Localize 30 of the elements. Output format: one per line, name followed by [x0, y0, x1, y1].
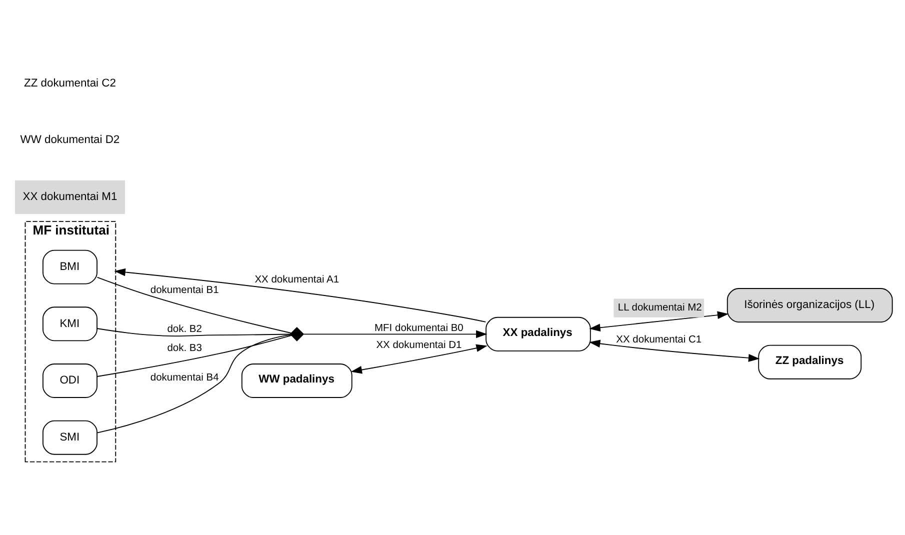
arrow	[350, 344, 488, 374]
node-box: SMI	[42, 420, 98, 454]
node-box: XX padalinys	[486, 316, 591, 351]
node-box: BMI	[42, 249, 98, 284]
label: ZZ dokumentai C2	[24, 76, 116, 89]
node-box: Išorinės organizacijos (LL)	[726, 288, 893, 322]
edge-label: LL dokumentai M2	[618, 302, 702, 314]
edge-label: MFI dokumentai B0	[374, 322, 464, 334]
edge-label: dok. B2	[167, 324, 202, 335]
edge-label: XX dokumentai A1	[254, 274, 340, 286]
arrow	[589, 339, 760, 362]
connector	[96, 334, 292, 376]
edge-label: dokumentai B1	[150, 284, 219, 296]
label: XX dokumentai M1	[22, 190, 118, 203]
connector	[96, 328, 291, 336]
connector	[96, 334, 292, 433]
arrow	[589, 310, 729, 331]
connector	[96, 276, 292, 334]
arrow	[114, 268, 486, 322]
edge-label: dokumentai B4	[150, 372, 219, 384]
edge-label: XX dokumentai D1	[376, 339, 462, 350]
label: WW dokumentai D2	[20, 134, 120, 146]
node-box: ZZ padalinys	[758, 344, 862, 379]
edge-label: dok. B3	[167, 342, 202, 354]
node-diamond	[290, 326, 304, 341]
node-box: WW padalinys	[241, 363, 352, 398]
arrow	[303, 330, 488, 338]
edge-label: XX dokumentai C1	[616, 334, 702, 345]
node-box: KMI	[42, 306, 98, 341]
node-box: ODI	[42, 363, 98, 398]
